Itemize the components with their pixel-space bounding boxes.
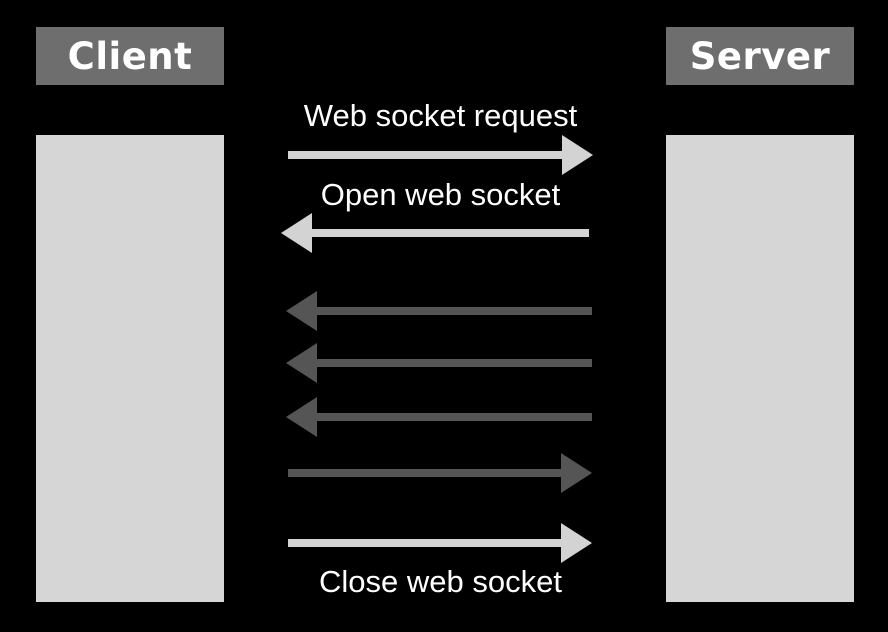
message-label-msg-open-web-socket: Open web socket bbox=[320, 177, 561, 212]
arrow-msg-close-web-socket bbox=[288, 523, 592, 563]
arrow-msg-push-2 bbox=[286, 343, 592, 383]
arrowhead-left bbox=[286, 397, 317, 437]
arrow-msg-send-1 bbox=[288, 453, 592, 493]
participant-header-server: Server bbox=[666, 27, 854, 85]
arrowhead-right bbox=[561, 523, 592, 563]
arrow-msg-open-web-socket bbox=[281, 213, 589, 253]
arrow-msg-push-1 bbox=[286, 291, 592, 331]
arrowhead-right bbox=[562, 135, 593, 175]
message-label-msg-close-web-socket: Close web socket bbox=[319, 564, 562, 599]
arrow-msg-push-3 bbox=[286, 397, 592, 437]
message-label-msg-web-socket-request: Web socket request bbox=[303, 98, 578, 133]
participant-label-client: Client bbox=[67, 34, 193, 78]
arrowhead-left bbox=[281, 213, 312, 253]
arrow-msg-web-socket-request bbox=[288, 135, 593, 175]
arrowhead-right bbox=[561, 453, 592, 493]
activation-bar-server bbox=[666, 135, 854, 602]
arrowhead-left bbox=[286, 343, 317, 383]
activation-bar-client bbox=[36, 135, 224, 602]
arrowhead-left bbox=[286, 291, 317, 331]
participant-label-server: Server bbox=[689, 34, 831, 78]
participant-header-client: Client bbox=[36, 27, 224, 85]
